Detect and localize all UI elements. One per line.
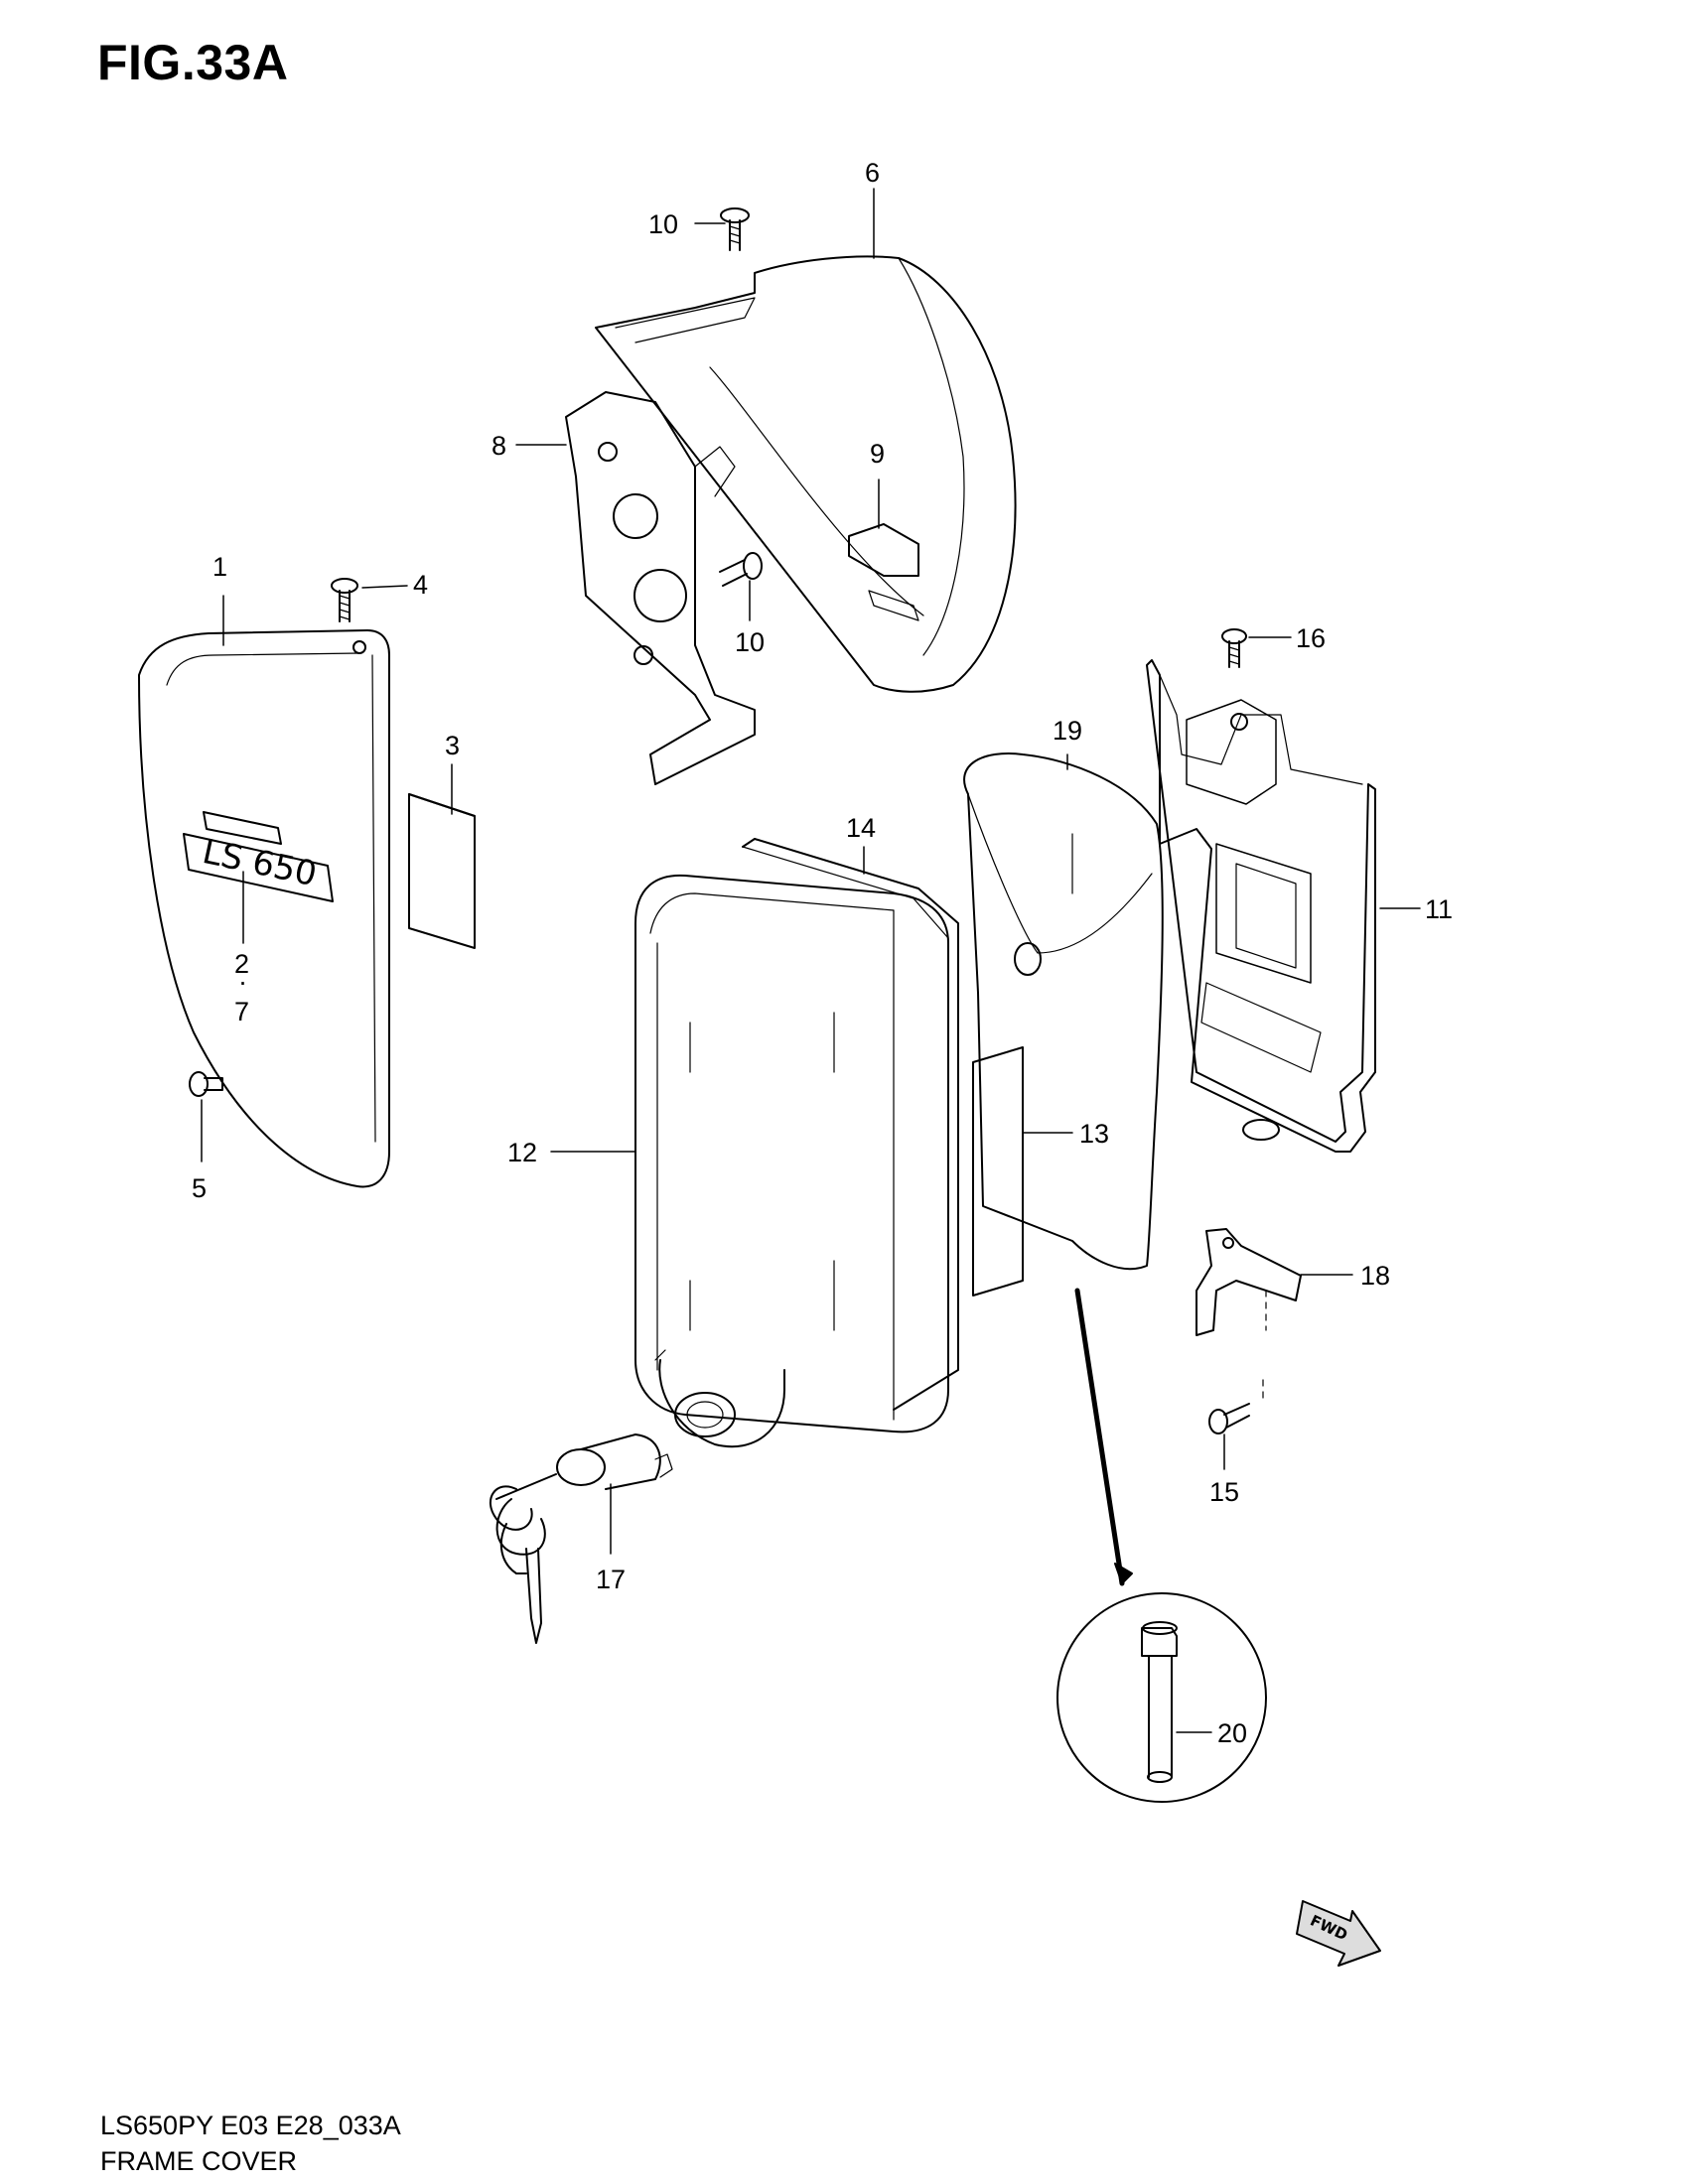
callout-6: 6 [865,158,880,188]
figure-title: FIG.33A [97,35,289,90]
screw-part-10-mid [719,552,763,587]
key-lock-part-17 [490,1433,673,1644]
callout-7: 7 [234,997,249,1026]
carrier-plate-part-11 [1146,659,1376,1153]
callout-8: 8 [492,431,506,461]
callout-17: 17 [596,1565,626,1594]
lock-housing [658,1359,785,1448]
leader-lines [201,188,1421,1733]
label-part-3 [408,793,476,949]
callout-10-top: 10 [648,209,678,239]
screw-part-4 [331,578,358,622]
screw-part-5 [189,1071,223,1097]
callout-9: 9 [870,439,885,469]
detail-circle [1056,1288,1267,1803]
diagram-code: LS650PY E03 E28_033A [100,2111,401,2140]
tool-bag-part-19 [963,752,1164,1271]
callout-20: 20 [1217,1718,1247,1748]
upper-cover-part-6 [595,255,1017,693]
emblem-part-2: LS 650 [183,811,334,902]
screw-part-10-top [720,207,750,251]
callout-numbers: 1 2 · 7 3 4 5 6 8 9 10 10 11 12 13 14 15… [192,158,1453,1748]
callout-14: 14 [846,813,876,843]
diagram-name: FRAME COVER [100,2146,298,2176]
label-part-13 [972,1046,1024,1297]
clip-part-18 [1196,1228,1302,1336]
forward-arrow-icon: FWD [1296,1900,1381,1967]
callout-10-mid: 10 [735,627,765,657]
screw-part-15 [1208,1379,1264,1434]
callout-11: 11 [1425,894,1453,924]
callout-15: 15 [1209,1477,1239,1507]
callout-1: 1 [212,552,227,582]
callout-12: 12 [507,1138,537,1167]
callout-2: 2 [234,949,249,979]
clip-part-9 [848,523,919,621]
screw-part-16 [1221,628,1247,668]
callout-18: 18 [1360,1261,1390,1291]
seal-part-14 [742,838,959,1411]
tool-box-part-12 [634,874,949,1433]
callout-5: 5 [192,1173,207,1203]
callout-2-dot: · [238,967,247,997]
callout-16: 16 [1296,623,1326,653]
side-cover-part-1 [138,629,390,1188]
callout-19: 19 [1053,716,1082,746]
callout-13: 13 [1079,1119,1109,1149]
callout-4: 4 [413,570,428,600]
pin-part-20 [1141,1621,1178,1783]
bracket-part-8 [565,391,756,785]
callout-3: 3 [445,731,460,760]
